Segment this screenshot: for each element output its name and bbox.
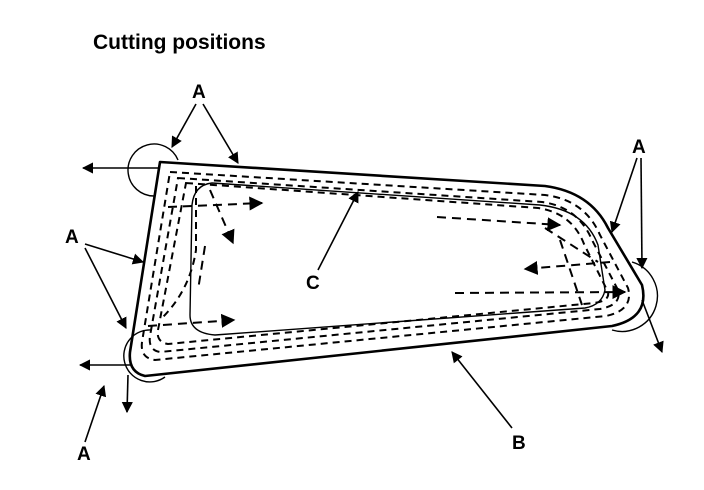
dashed-arrow-right-middle bbox=[523, 260, 611, 275]
dashed-line-right-vertical bbox=[559, 239, 583, 306]
corner-circle-top-left bbox=[127, 143, 179, 197]
leader-b bbox=[451, 351, 513, 429]
dashed-arrow-left-top bbox=[167, 196, 264, 211]
dashed-line-left-mid bbox=[197, 245, 206, 291]
arrow-out-right bbox=[641, 299, 664, 354]
leader-a-right-edge bbox=[609, 157, 638, 234]
dashed-arrow-right-top bbox=[436, 216, 562, 232]
arrow-down-bottom-left bbox=[121, 374, 133, 414]
cutting-path-inner bbox=[156, 181, 610, 346]
dashed-arrow-right-bottom bbox=[454, 285, 627, 300]
corner-circle-bottom-left bbox=[123, 329, 166, 383]
label-a-left: A bbox=[65, 227, 79, 248]
label-b: B bbox=[512, 433, 526, 454]
glass-outline bbox=[128, 160, 645, 378]
diagram-title: Cutting positions bbox=[93, 31, 266, 54]
label-a-right: A bbox=[632, 137, 646, 158]
label-a-bottom: A bbox=[77, 444, 91, 465]
dashed-line-right-diagonal bbox=[544, 227, 599, 263]
cutting-path-left bbox=[161, 186, 197, 319]
cutting-path-outer bbox=[140, 170, 630, 362]
leader-a-left-edge bbox=[84, 243, 145, 265]
leader-a-top-circle bbox=[171, 103, 197, 148]
molding-outline bbox=[189, 182, 606, 336]
dashed-arrow-left-diagonal bbox=[209, 189, 235, 245]
leader-c bbox=[317, 191, 359, 271]
label-c: C bbox=[306, 273, 320, 294]
leader-a-bottom bbox=[84, 384, 107, 443]
leader-a-right-circle bbox=[636, 157, 648, 270]
leader-a-left-circle bbox=[84, 247, 127, 329]
leader-a-top-edge bbox=[202, 103, 239, 164]
label-a-top: A bbox=[192, 82, 206, 103]
corner-circle-right bbox=[611, 261, 659, 333]
cutting-path-middle bbox=[148, 176, 620, 354]
